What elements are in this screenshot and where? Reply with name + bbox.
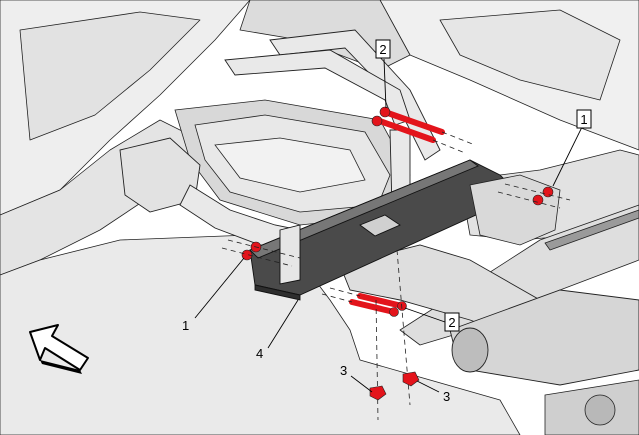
fastener-left [221,239,301,267]
callout-fastener-right: 1 [576,109,592,129]
fastener-right [497,183,571,209]
front-arrow-icon [29,324,89,374]
hardware [221,106,571,421]
leader-lines [194,58,584,393]
callout-crossmember: 4 [256,346,263,361]
bolt-upper [371,106,476,154]
callout-nut-left: 3 [340,363,347,378]
callout-nut-right: 3 [443,389,450,404]
rear-suspension [469,174,639,435]
nut-left [369,299,387,421]
crossmember [249,159,521,301]
bolt-lower [321,287,407,317]
callout-fastener-left: 1 [182,318,189,333]
callout-bolt-lower: 2 [444,312,460,332]
callout-bolt-upper-text: 2 [379,42,386,57]
callout-bolt-upper: 2 [375,39,391,59]
callout-bolt-lower-text: 2 [448,315,455,330]
transmission-pan [174,99,411,226]
nut-right [396,249,420,406]
callout-fastener-right-text: 1 [580,112,587,127]
